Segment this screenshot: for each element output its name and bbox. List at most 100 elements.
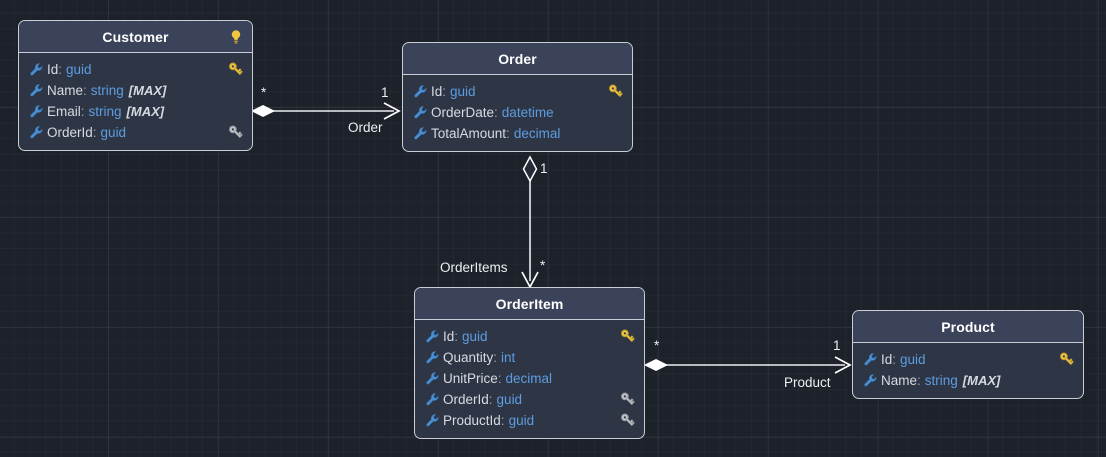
attribute-name: OrderId [443, 392, 489, 407]
attribute-row[interactable]: Email:string[MAX] [19, 101, 252, 122]
attribute-row[interactable]: OrderDate:datetime [403, 102, 632, 123]
attribute-name: TotalAmount [431, 126, 507, 141]
attribute-type: guid [462, 329, 488, 344]
attribute-name: Name [881, 373, 918, 388]
primary-key-icon [606, 82, 625, 101]
attribute-row[interactable]: UnitPrice:decimal [415, 368, 644, 389]
multiplicity-order-orderitems-source: 1 [540, 161, 548, 176]
multiplicity-customer-order-source: * [261, 85, 267, 100]
attribute-length: [MAX] [962, 373, 1001, 388]
edge-customer-order [250, 102, 401, 120]
attribute-type: guid [450, 84, 476, 99]
attribute-colon: : [58, 62, 63, 77]
attribute-row[interactable]: Id:guid [415, 326, 644, 347]
attribute-row[interactable]: Name:string [MAX] [19, 80, 252, 101]
multiplicity-customer-order-target: 1 [381, 85, 389, 100]
diamond-filled-white [250, 104, 276, 118]
attribute-row[interactable]: Id:guid [403, 81, 632, 102]
edge-orderitem-product [643, 356, 852, 374]
attribute-name: Email [47, 104, 81, 119]
primary-key-icon [618, 327, 637, 346]
entity-title: Customer [102, 28, 169, 45]
entity-header-product[interactable]: Product [853, 311, 1083, 343]
wrench-icon [28, 62, 44, 78]
wrench-icon [862, 373, 878, 389]
open-arrow [383, 102, 401, 120]
wrench-icon [424, 392, 440, 408]
entity-title: Product [941, 318, 995, 335]
attribute-colon: : [83, 83, 87, 98]
attribute-type: guid [66, 62, 92, 77]
attribute-type: datetime [501, 105, 554, 120]
attribute-row[interactable]: ProductId:guid [415, 410, 644, 431]
wrench-icon [862, 352, 878, 368]
attribute-name: Name [47, 83, 84, 98]
multiplicity-orderitem-product-source: * [654, 338, 660, 353]
wrench-icon [424, 329, 440, 345]
attribute-type: guid [100, 125, 127, 140]
attribute-type: guid [496, 392, 523, 407]
entity-title: Order [498, 50, 537, 67]
attribute-length: [MAX] [126, 104, 165, 119]
attribute-row[interactable]: Quantity:int [415, 347, 644, 368]
foreign-key-icon [226, 123, 245, 142]
primary-key-icon [1057, 350, 1076, 369]
attribute-name: Id [881, 352, 893, 367]
wrench-icon [424, 350, 440, 366]
attribute-row[interactable]: Name:string [MAX] [853, 370, 1083, 391]
wrench-icon [28, 83, 44, 99]
attribute-type: decimal [513, 126, 561, 141]
attribute-colon: : [497, 371, 502, 386]
attribute-row[interactable]: Id:guid [853, 349, 1083, 370]
attribute-name: ProductId [443, 413, 501, 428]
attribute-length: [MAX] [128, 83, 167, 98]
attribute-colon: : [442, 84, 447, 99]
entity-header-orderitem[interactable]: OrderItem [415, 288, 644, 320]
attribute-name: OrderDate [431, 105, 495, 120]
wrench-icon [412, 84, 428, 100]
attribute-colon: : [500, 413, 505, 428]
attribute-row[interactable]: OrderId:guid [415, 389, 644, 410]
diamond-outline-dark [522, 155, 538, 183]
attribute-name: Id [431, 84, 443, 99]
attribute-colon: : [92, 125, 97, 140]
open-arrow [521, 271, 539, 289]
attribute-colon: : [917, 373, 921, 388]
attribute-colon: : [488, 392, 493, 407]
attribute-name: Quantity [443, 350, 494, 365]
attribute-name: Id [47, 62, 59, 77]
attribute-colon: : [493, 350, 498, 365]
multiplicity-orderitem-product-target: 1 [833, 338, 841, 353]
attribute-type: string [90, 83, 124, 98]
primary-key-icon [226, 60, 245, 79]
attribute-name: Id [443, 329, 455, 344]
attribute-row[interactable]: OrderId:guid [19, 122, 252, 143]
attribute-type: string [924, 373, 958, 388]
attribute-name: UnitPrice [443, 371, 498, 386]
wrench-icon [424, 413, 440, 429]
attribute-row[interactable]: TotalAmount:decimal [403, 123, 632, 144]
attribute-type: decimal [505, 371, 553, 386]
entity-header-order[interactable]: Order [403, 43, 632, 75]
attribute-type: int [501, 350, 516, 365]
wrench-icon [28, 125, 44, 141]
edge-label-orderitem-product: Product [784, 375, 831, 390]
wrench-icon [28, 104, 44, 120]
attribute-row[interactable]: Id:guid [19, 59, 252, 80]
attribute-type: string [88, 104, 122, 119]
entity-header-customer[interactable]: Customer [19, 21, 252, 53]
attribute-colon: : [892, 352, 897, 367]
edge-label-customer-order: Order [348, 120, 383, 135]
lightbulb-icon[interactable] [227, 28, 245, 46]
wrench-icon [412, 126, 428, 142]
attribute-type: guid [900, 352, 926, 367]
